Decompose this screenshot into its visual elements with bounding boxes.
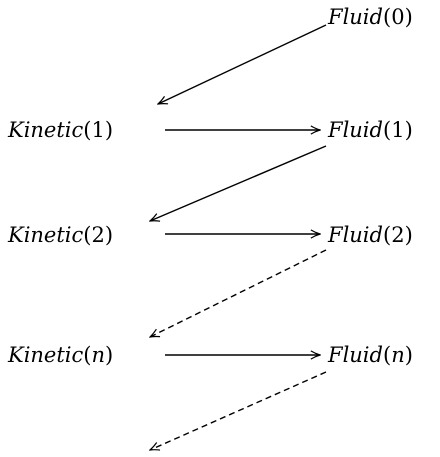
- node-fluid-0: Fluid(0): [327, 5, 413, 29]
- node-fluid-2: Fluid(2): [327, 223, 413, 247]
- edge-fluid0-to-kinetic1: [158, 24, 327, 104]
- node-kinetic-2: Kinetic(2): [7, 223, 113, 247]
- node-fluid-1: Fluid(1): [327, 118, 413, 142]
- edge-fluid2-to-kineticn: [150, 249, 327, 337]
- edge-fluid1-to-kinetic2: [150, 145, 327, 221]
- node-kinetic-1: Kinetic(1): [7, 118, 113, 142]
- node-kinetic-n: Kinetic(n): [7, 343, 113, 367]
- node-fluid-n: Fluid(n): [327, 343, 413, 367]
- edge-fluidn-to-continuation: [150, 371, 327, 450]
